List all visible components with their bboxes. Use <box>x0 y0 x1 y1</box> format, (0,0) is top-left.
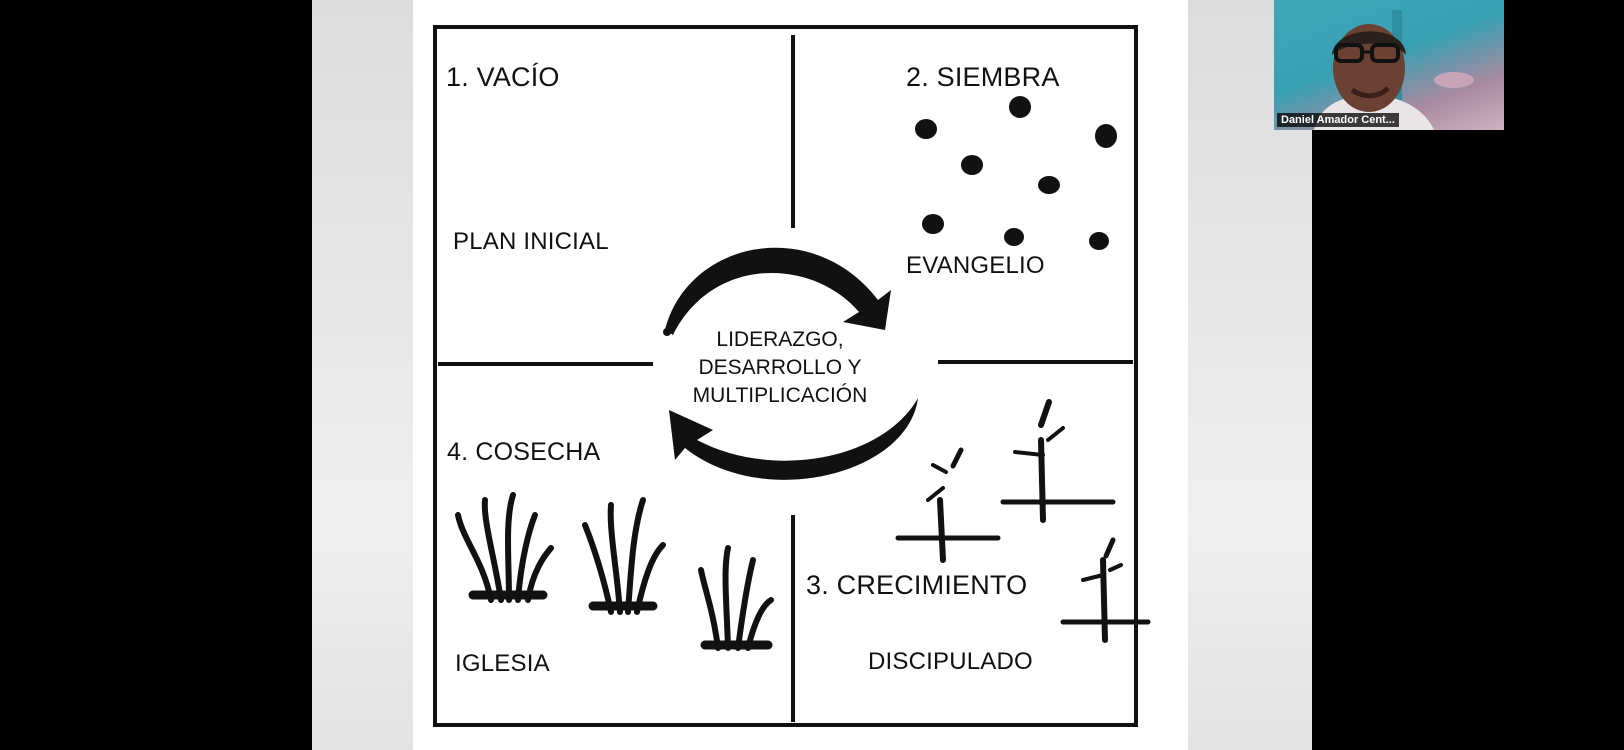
seed-icon <box>915 96 1117 250</box>
center-label: LIDERAZGO, DESARROLLO Y MULTIPLICACIÓN <box>665 326 895 410</box>
participant-name: Daniel Amador Cent... <box>1277 113 1399 127</box>
q3-title: 3. CRECIMIENTO <box>806 570 1028 600</box>
cycle-arrow-icon <box>663 247 891 336</box>
diagram-graphics <box>433 25 1151 727</box>
center-line-1: LIDERAZGO, <box>716 328 844 351</box>
q4-title: 4. COSECHA <box>447 438 601 466</box>
cycle-diagram: 1. VACÍO PLAN INICIAL 2. SIEMBRA EVANGEL… <box>413 0 1188 750</box>
person-silhouette-icon <box>1314 10 1474 130</box>
q2-subtitle: EVANGELIO <box>906 252 1045 279</box>
center-line-3: MULTIPLICACIÓN <box>692 384 868 407</box>
slide-card <box>413 0 1188 750</box>
q1-subtitle: PLAN INICIAL <box>453 228 609 255</box>
sprout-icon <box>895 399 1151 643</box>
center-line-2: DESARROLLO Y <box>698 356 862 379</box>
q3-subtitle: DISCIPULADO <box>868 648 1033 675</box>
q2-title: 2. SIEMBRA <box>906 62 1060 92</box>
diagram-frame <box>433 25 1138 727</box>
q4-subtitle: IGLESIA <box>455 650 550 677</box>
participant-video-tile[interactable]: Daniel Amador Cent... <box>1274 0 1504 130</box>
cycle-arrow-icon-bottom <box>669 398 918 480</box>
q1-title: 1. VACÍO <box>446 62 560 92</box>
wheat-icon <box>455 492 774 651</box>
